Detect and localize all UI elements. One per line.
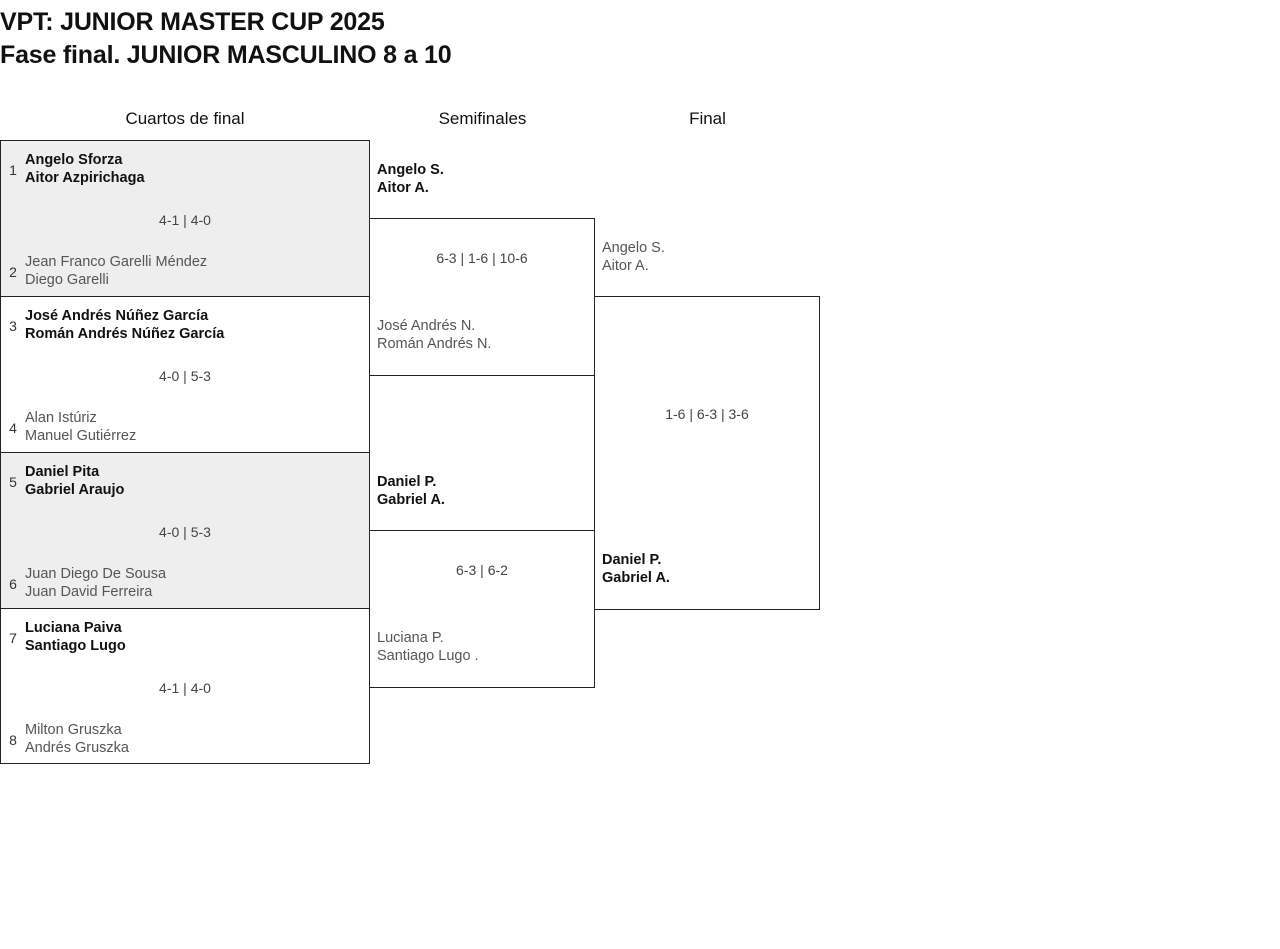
- player-name: Jean Franco Garelli Méndez: [25, 254, 208, 270]
- match-qf-1[interactable]: 1 Angelo Sforza Aitor Azpirichaga 4-1 | …: [0, 140, 370, 296]
- team-entry[interactable]: 6 Juan Diego De Sousa Juan David Ferreir…: [1, 565, 369, 601]
- team-entry-semifinal-2-bottom[interactable]: Luciana P. Santiago Lugo .: [377, 629, 597, 665]
- team-entry-final-top[interactable]: Angelo S. Aitor A.: [602, 239, 817, 275]
- player-name: Gabriel A.: [602, 570, 670, 586]
- team-entry[interactable]: 8 Milton Gruszka Andrés Gruszka: [1, 721, 369, 757]
- team-entry-semifinal-2-top[interactable]: Daniel P. Gabriel A.: [377, 473, 597, 509]
- player-name: José Andrés N.: [377, 318, 476, 334]
- match-qf-2[interactable]: 3 José Andrés Núñez García Román Andrés …: [0, 296, 370, 452]
- player-name: Gabriel Araujo: [25, 482, 125, 498]
- team-players: Luciana Paiva Santiago Lugo: [25, 619, 369, 655]
- player-name: Angelo S.: [602, 240, 665, 256]
- seed-number: 2: [9, 264, 17, 280]
- team-entry[interactable]: 7 Luciana Paiva Santiago Lugo: [1, 619, 369, 655]
- player-name: Angelo S.: [377, 162, 444, 178]
- match-qf-4[interactable]: 7 Luciana Paiva Santiago Lugo 4-1 | 4-0 …: [0, 608, 370, 764]
- player-name: Daniel P.: [602, 552, 662, 568]
- team-entry-final-bottom[interactable]: Daniel P. Gabriel A.: [602, 551, 817, 587]
- seed-number: 1: [9, 162, 17, 178]
- player-name: Juan David Ferreira: [25, 584, 153, 600]
- tournament-title-line-2: Fase final. JUNIOR MASCULINO 8 a 10: [0, 41, 452, 69]
- team-entry[interactable]: 3 José Andrés Núñez García Román Andrés …: [1, 307, 369, 343]
- tournament-title-line-1: VPT: JUNIOR MASTER CUP 2025: [0, 8, 385, 36]
- player-name: Aitor A.: [377, 180, 429, 196]
- round-header-final: Final: [689, 109, 726, 128]
- team-players: Alan Istúriz Manuel Gutiérrez: [25, 409, 369, 445]
- round-header-quarterfinals: Cuartos de final: [125, 109, 245, 128]
- team-players: Angelo Sforza Aitor Azpirichaga: [25, 151, 369, 187]
- round-header-semifinals: Semifinales: [438, 109, 527, 128]
- team-players: Milton Gruszka Andrés Gruszka: [25, 721, 369, 757]
- match-score-final: 1-6 | 6-3 | 3-6: [665, 406, 749, 422]
- team-entry[interactable]: 5 Daniel Pita Gabriel Araujo: [1, 463, 369, 499]
- seed-number: 6: [9, 576, 17, 592]
- player-name: Milton Gruszka: [25, 722, 122, 738]
- match-qf-3[interactable]: 5 Daniel Pita Gabriel Araujo 4-0 | 5-3 6…: [0, 452, 370, 608]
- player-name: Román Andrés N.: [377, 336, 492, 352]
- player-name: Aitor A.: [602, 258, 649, 274]
- quarterfinals-column: 1 Angelo Sforza Aitor Azpirichaga 4-1 | …: [0, 140, 370, 764]
- seed-number: 3: [9, 318, 17, 334]
- player-name: Alan Istúriz: [25, 410, 97, 426]
- player-name: Aitor Azpirichaga: [25, 170, 145, 186]
- player-name: Manuel Gutiérrez: [25, 428, 137, 444]
- seed-number: 8: [9, 732, 17, 748]
- player-name: Luciana P.: [377, 630, 444, 646]
- seed-number: 5: [9, 474, 17, 490]
- team-players: Jean Franco Garelli Méndez Diego Garelli: [25, 253, 369, 289]
- page-title: VPT: JUNIOR MASTER CUP 2025 Fase final. …: [0, 6, 452, 72]
- player-name: Román Andrés Núñez García: [25, 326, 225, 342]
- team-entry[interactable]: 4 Alan Istúriz Manuel Gutiérrez: [1, 409, 369, 445]
- team-entry[interactable]: 2 Jean Franco Garelli Méndez Diego Garel…: [1, 253, 369, 289]
- player-name: Luciana Paiva: [25, 620, 122, 636]
- player-name: Daniel P.: [377, 474, 437, 490]
- team-entry-semifinal-1-top[interactable]: Angelo S. Aitor A.: [377, 161, 597, 197]
- player-name: Santiago Lugo: [25, 638, 126, 654]
- match-score: 4-0 | 5-3: [159, 368, 211, 384]
- seed-number: 4: [9, 420, 17, 436]
- player-name: Juan Diego De Sousa: [25, 566, 167, 582]
- team-entry-semifinal-1-bottom[interactable]: José Andrés N. Román Andrés N.: [377, 317, 597, 353]
- player-name: Andrés Gruszka: [25, 740, 129, 756]
- player-name: Gabriel A.: [377, 492, 445, 508]
- team-entry[interactable]: 1 Angelo Sforza Aitor Azpirichaga: [1, 151, 369, 187]
- player-name: Diego Garelli: [25, 272, 109, 288]
- match-score-semifinal-1: 6-3 | 1-6 | 10-6: [436, 250, 528, 266]
- player-name: Santiago Lugo .: [377, 648, 479, 664]
- match-score: 4-1 | 4-0: [159, 212, 211, 228]
- player-name: José Andrés Núñez García: [25, 308, 209, 324]
- team-players: Juan Diego De Sousa Juan David Ferreira: [25, 565, 369, 601]
- team-players: Daniel Pita Gabriel Araujo: [25, 463, 369, 499]
- match-score: 4-1 | 4-0: [159, 680, 211, 696]
- team-players: José Andrés Núñez García Román Andrés Nú…: [25, 307, 369, 343]
- match-score-semifinal-2: 6-3 | 6-2: [456, 562, 508, 578]
- player-name: Daniel Pita: [25, 464, 100, 480]
- match-score: 4-0 | 5-3: [159, 524, 211, 540]
- player-name: Angelo Sforza: [25, 152, 123, 168]
- seed-number: 7: [9, 630, 17, 646]
- bracket-connector-final: [594, 296, 820, 610]
